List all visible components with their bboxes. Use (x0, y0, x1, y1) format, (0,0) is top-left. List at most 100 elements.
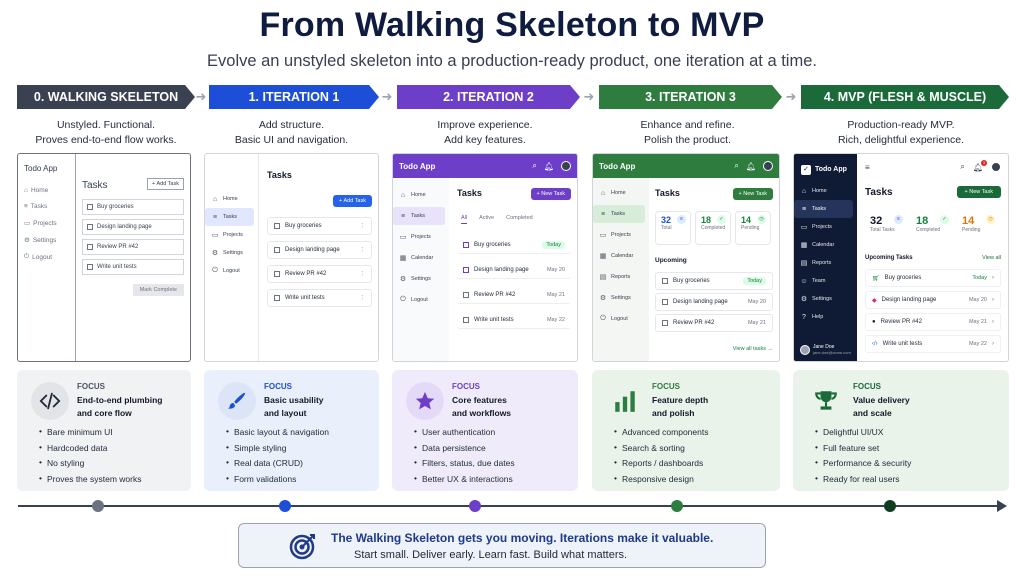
task-row[interactable]: Design landing page⋮ (267, 241, 372, 259)
task-row[interactable]: Buy groceries⋮ (267, 217, 372, 235)
nav-item[interactable]: ?Help (794, 308, 853, 326)
new-task-button[interactable]: + New Task (956, 186, 1001, 198)
checkbox[interactable] (87, 244, 93, 250)
nav-item[interactable]: ≡Tasks (393, 207, 445, 225)
task-row[interactable]: Write unit tests⋮ (267, 289, 372, 307)
list-item: Bare minimum UI (39, 426, 141, 437)
nav-item[interactable]: ⏻Logout (600, 315, 628, 322)
add-task-button[interactable]: + Add Task (333, 195, 372, 207)
nav-item[interactable]: ≡Tasks (205, 208, 254, 226)
checkbox[interactable] (463, 241, 469, 248)
nav-item[interactable]: ⚙Settings (800, 296, 832, 303)
menu-icon[interactable]: ≡ (865, 162, 870, 172)
checkbox[interactable] (463, 291, 469, 298)
code-icon: ‹/› (872, 341, 878, 347)
nav-item[interactable]: ▦Calendar (800, 242, 835, 249)
nav-item[interactable]: ▭Projects (211, 232, 243, 239)
nav-item[interactable]: ▤Reports (599, 274, 631, 281)
bell-icon[interactable]: 🔔︎ (543, 161, 554, 171)
nav-item[interactable]: ⚙Settings (24, 236, 57, 245)
nav-item[interactable]: ⌂Home (400, 191, 426, 199)
nav-item[interactable]: ⚙Settings (211, 250, 243, 257)
nav-item[interactable]: ▭Projects (800, 224, 832, 231)
nav-item[interactable]: ≡Tasks (593, 205, 645, 223)
more-icon[interactable]: ⋮ (359, 271, 366, 277)
checkbox[interactable] (662, 320, 668, 326)
new-task-button[interactable]: + New Task (530, 188, 571, 200)
nav-item[interactable]: ☺Team (800, 277, 826, 285)
tab-completed[interactable]: Completed (506, 215, 533, 221)
avatar[interactable] (561, 161, 571, 171)
tasks-heading: Tasks (457, 188, 482, 198)
list-icon: ≡ (212, 213, 218, 221)
search-icon[interactable]: ⌕ (960, 162, 965, 171)
checkbox[interactable] (662, 299, 668, 305)
chevron-right-icon: › (992, 275, 994, 281)
avatar[interactable] (763, 161, 773, 171)
add-task-button[interactable]: + Add Task (147, 178, 184, 190)
nav-item[interactable]: ⌂Home (801, 187, 827, 195)
more-icon[interactable]: ⋮ (359, 247, 366, 253)
view-all-link[interactable]: View all (982, 255, 1001, 261)
nav-item[interactable]: ≡Tasks (24, 203, 48, 210)
mark-complete-button[interactable]: Mark Complete (132, 284, 184, 296)
task-row[interactable]: Review PR #42 (82, 239, 184, 255)
task-row[interactable]: Review PR #42⋮ (267, 265, 372, 283)
mockup-mvp: ✓ Todo App ⌂Home ≡Tasks ▭Projects ▦Calen… (793, 153, 1009, 362)
view-all-tasks-link[interactable]: View all tasks → (732, 346, 773, 352)
tab-active[interactable]: Active (479, 215, 495, 221)
nav-item[interactable]: ⌂Home (212, 195, 238, 203)
checkbox[interactable] (87, 224, 93, 230)
nav-item[interactable]: ⏻Logout (400, 296, 428, 303)
checkbox[interactable] (463, 316, 469, 323)
avatar[interactable] (991, 162, 1001, 172)
checkbox[interactable] (274, 223, 280, 229)
search-icon[interactable]: ⌕ (532, 161, 537, 170)
nav-item[interactable]: ⌂Home (600, 189, 626, 197)
nav-item[interactable]: ▭Projects (24, 219, 57, 228)
nav-item[interactable]: ⏻Logout (24, 253, 53, 261)
nav-item[interactable]: ▤Reports (800, 260, 832, 267)
new-task-button[interactable]: + New Task (732, 188, 773, 200)
more-icon[interactable]: ⋮ (359, 223, 366, 229)
nav-item[interactable]: ⚙Settings (399, 276, 431, 283)
nav-item[interactable]: ▦Calendar (399, 255, 434, 262)
bell-icon[interactable]: 🔔︎3 (972, 159, 987, 172)
search-icon[interactable]: ⌕ (734, 161, 739, 170)
task-row[interactable]: Write unit tests (82, 259, 184, 275)
checkbox[interactable] (87, 204, 93, 210)
bell-icon[interactable]: 🔔︎ (745, 161, 756, 171)
checkbox[interactable] (274, 247, 280, 253)
nav-item[interactable]: ▭Projects (599, 232, 631, 239)
checkbox[interactable] (463, 266, 469, 273)
checkbox[interactable] (662, 278, 668, 284)
checkbox[interactable] (274, 271, 280, 277)
more-icon[interactable]: ⋮ (359, 295, 366, 301)
nav-item[interactable]: ▭Projects (399, 234, 431, 241)
nav-item[interactable]: ⌂Home (24, 187, 49, 194)
task-row[interactable]: Buy groceries (82, 199, 184, 215)
nav-item[interactable]: ▦Calendar (599, 253, 634, 260)
nav-item[interactable]: ⏻Logout (212, 267, 240, 274)
checkbox[interactable] (274, 295, 280, 301)
nav-item[interactable]: ≡Tasks (794, 200, 853, 218)
mockup-walking-skeleton: Todo App ⌂Home ≡Tasks ▭Projects ⚙Setting… (17, 153, 191, 362)
task-row[interactable]: Design landing page (82, 219, 184, 235)
filter-tabs: All Active Completed (461, 215, 533, 224)
tab-all[interactable]: All (461, 215, 468, 224)
nav-item[interactable]: ⚙Settings (599, 295, 631, 302)
checkbox[interactable] (87, 264, 93, 270)
clock-icon: ◷ (986, 215, 995, 224)
